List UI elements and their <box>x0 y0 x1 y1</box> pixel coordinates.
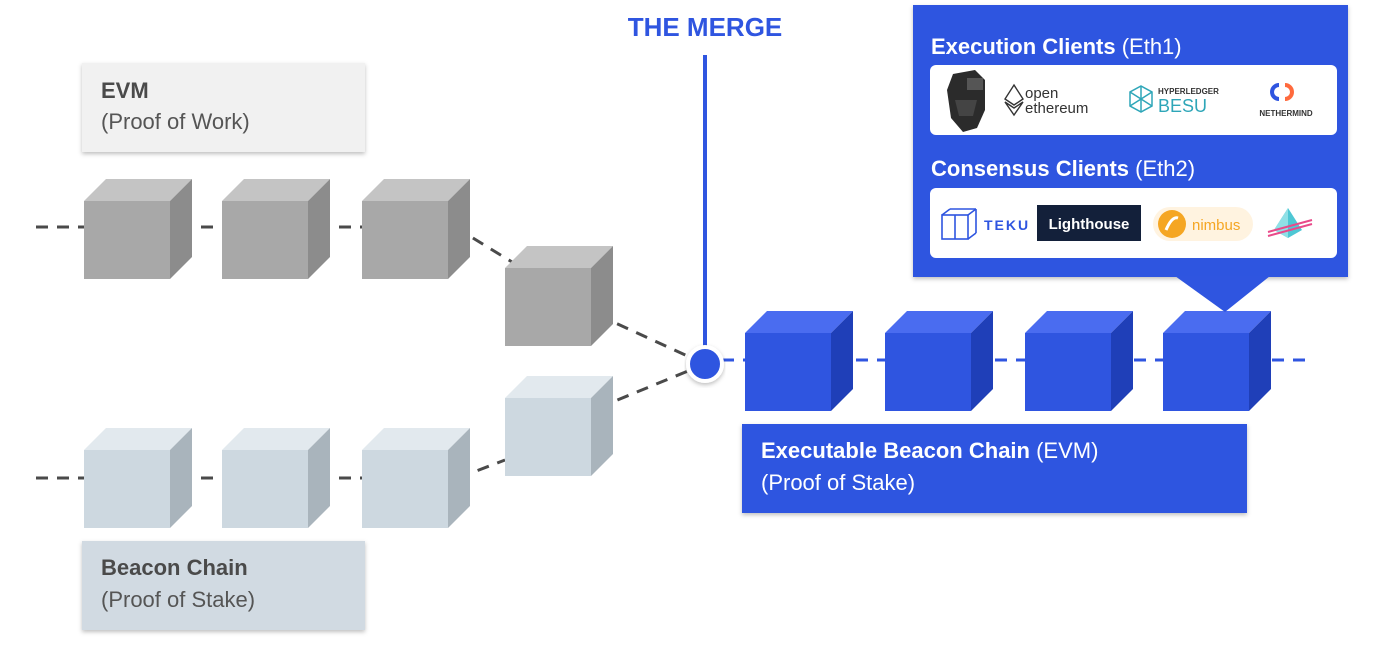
geth-logo <box>947 70 985 132</box>
lighthouse-logo: Lighthouse <box>1037 205 1141 241</box>
beacon-title: Beacon Chain <box>101 555 248 580</box>
beacon-subtitle: (Proof of Stake) <box>101 587 255 612</box>
merge-title: THE MERGE <box>628 12 783 42</box>
beacon-block <box>362 428 470 528</box>
pow-block <box>362 179 470 279</box>
pow-block <box>505 246 613 346</box>
pow-block <box>84 179 192 279</box>
nimbus-logo: nimbus <box>1153 207 1253 241</box>
consensus-heading-bold: Consensus Clients <box>931 156 1129 181</box>
execution-heading-bold: Execution Clients <box>931 34 1116 59</box>
nethermind-icon <box>1270 83 1294 101</box>
merged-title: Executable Beacon Chain (EVM) <box>761 438 1098 463</box>
merged-subtitle: (Proof of Stake) <box>761 470 915 495</box>
consensus-heading-suffix: (Eth2) <box>1129 156 1195 181</box>
teku-label: TEKU <box>984 217 1030 233</box>
nimbus-icon <box>1158 210 1186 238</box>
hexagon-icon <box>1129 85 1153 113</box>
teku-logo: TEKU <box>941 208 1030 240</box>
pow-blocks <box>84 179 613 346</box>
teku-cube-icon <box>941 208 977 240</box>
openethereum-line1: open <box>1025 85 1058 102</box>
execution-clients-heading: Execution Clients (Eth1) <box>931 34 1182 59</box>
merged-title-bold: Executable Beacon Chain <box>761 438 1030 463</box>
beacon-block <box>505 376 613 476</box>
merged-block <box>1025 311 1133 411</box>
merged-block <box>1163 311 1271 411</box>
nimbus-label: nimbus <box>1192 217 1240 234</box>
nethermind-logo: NETHERMIND <box>1259 83 1313 118</box>
clients-panel: Execution Clients (Eth1) open ethereum <box>913 5 1348 312</box>
pow-block <box>222 179 330 279</box>
merged-label-box: Executable Beacon Chain (EVM) (Proof of … <box>742 424 1247 513</box>
consensus-clients-heading: Consensus Clients (Eth2) <box>931 156 1195 181</box>
besu-logo: HYPERLEDGER BESU <box>1129 85 1219 116</box>
beacon-blocks <box>84 376 613 528</box>
beacon-block <box>84 428 192 528</box>
besu-label: BESU <box>1158 96 1207 116</box>
lighthouse-label: Lighthouse <box>1049 216 1130 233</box>
merge-marker: THE MERGE <box>628 12 783 383</box>
evm-subtitle: (Proof of Work) <box>101 109 250 134</box>
openethereum-line2: ethereum <box>1025 100 1088 117</box>
openethereum-logo: open ethereum <box>1004 83 1088 117</box>
evm-title: EVM <box>101 78 149 103</box>
prysm-prism-icon <box>1267 208 1313 238</box>
evm-label-box: EVM (Proof of Work) <box>82 63 365 152</box>
beacon-block <box>222 428 330 528</box>
merged-block <box>885 311 993 411</box>
merged-block <box>745 311 853 411</box>
besu-small-label: HYPERLEDGER <box>1158 87 1219 96</box>
beacon-label-box: Beacon Chain (Proof of Stake) <box>82 541 365 630</box>
execution-clients-logo-strip <box>930 65 1337 135</box>
merged-blocks <box>745 311 1271 411</box>
nethermind-label: NETHERMIND <box>1259 109 1313 118</box>
execution-heading-suffix: (Eth1) <box>1116 34 1182 59</box>
ethereum-diamond-icon <box>1004 83 1024 117</box>
merged-title-suffix: (EVM) <box>1030 438 1098 463</box>
